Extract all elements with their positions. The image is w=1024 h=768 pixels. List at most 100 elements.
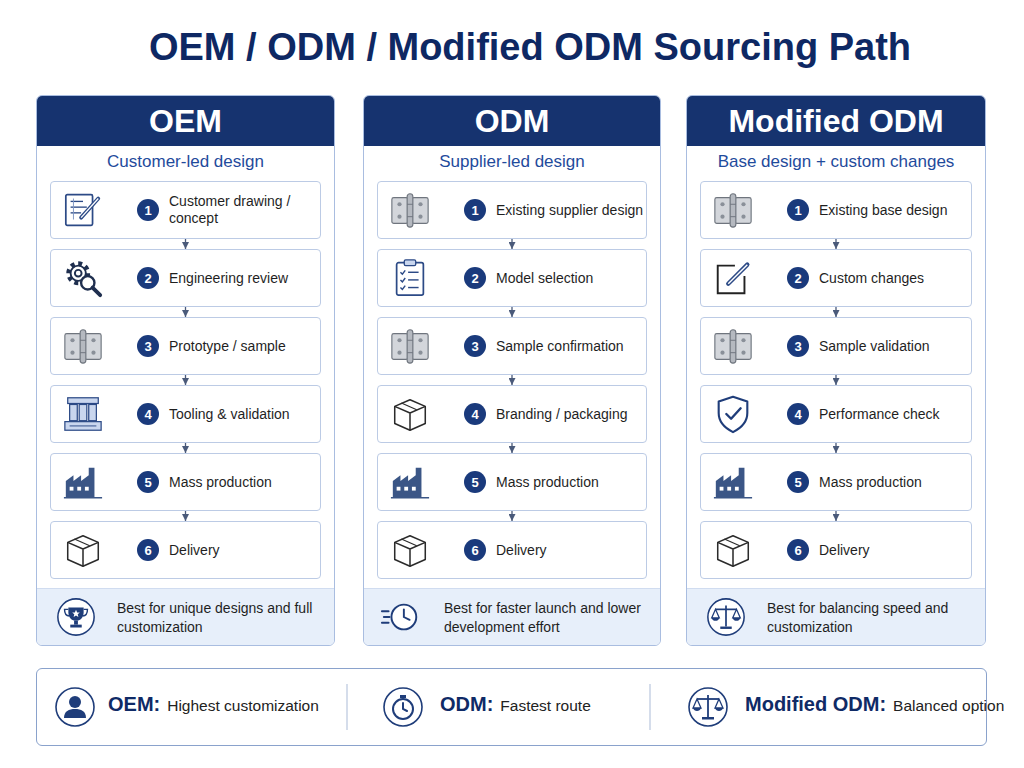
process-step: Prototype / sample 3 — [50, 317, 321, 375]
panel-subtitle: Customer-led design — [37, 151, 334, 173]
step-label: Mass production — [496, 454, 644, 510]
summary-value: Balanced option — [893, 697, 1004, 715]
flow-arrow — [185, 239, 186, 249]
step-number-circle: 2 — [464, 267, 486, 289]
step-label: Mass production — [819, 454, 969, 510]
step-label: Delivery — [819, 522, 969, 578]
step-number-circle: 5 — [787, 471, 809, 493]
callout-number: 3 — [794, 340, 801, 353]
step-label: Sample confirmation — [496, 318, 644, 374]
step-label: Branding / packaging — [496, 386, 644, 442]
summary-item: ODM:Fastest route — [440, 693, 591, 716]
flow-arrow — [835, 375, 836, 385]
callout-number: 3 — [144, 340, 151, 353]
flow-arrow — [185, 443, 186, 453]
drawing-icon — [66, 195, 98, 226]
step-label: Tooling & validation — [169, 386, 318, 442]
step-number-circle: 3 — [137, 335, 159, 357]
hinge-icon — [715, 330, 751, 363]
box-icon — [718, 536, 749, 567]
separator-line — [346, 684, 347, 730]
box-icon — [395, 400, 426, 431]
callout-number: 5 — [471, 476, 478, 489]
step-number-circle: 2 — [787, 267, 809, 289]
step-number-circle: 1 — [137, 199, 159, 221]
step-label: Existing base design — [819, 182, 969, 238]
step-number-circle: 3 — [464, 335, 486, 357]
callout-number: 2 — [471, 272, 478, 285]
step-number-circle: 6 — [787, 539, 809, 561]
callout-number: 4 — [144, 408, 151, 421]
step-number-circle: 5 — [464, 471, 486, 493]
callout-number: 1 — [144, 204, 151, 217]
process-step: Mass production 5 — [50, 453, 321, 511]
step-label: Customer drawing / concept — [169, 182, 318, 238]
step-label: Performance check — [819, 386, 969, 442]
callout-number: 2 — [144, 272, 151, 285]
step-number-circle: 6 — [137, 539, 159, 561]
step-label: Engineering review — [169, 250, 318, 306]
process-step: Tooling & validation 4 — [50, 385, 321, 443]
summary-value: Fastest route — [500, 697, 590, 715]
hinge-icon — [715, 194, 751, 227]
callout-number: 1 — [794, 204, 801, 217]
process-step: Model selection 2 — [377, 249, 647, 307]
step-number-circle: 4 — [787, 403, 809, 425]
callout-number: 3 — [471, 340, 478, 353]
flow-arrow — [185, 511, 186, 521]
hinge-icon — [392, 194, 428, 227]
step-label: Prototype / sample — [169, 318, 318, 374]
flow-arrow — [835, 443, 836, 453]
step-number-circle: 1 — [464, 199, 486, 221]
scales-icon — [708, 599, 744, 635]
step-label: Delivery — [169, 522, 318, 578]
edit-icon — [718, 265, 748, 294]
benefit-note: Best for balancing speed and customizati… — [767, 589, 972, 646]
hinge-icon — [392, 330, 428, 363]
process-step: Existing base design 1 — [700, 181, 972, 239]
summary-bar: OEM:Highest customization ODM:Fastest rou… — [36, 668, 987, 746]
process-step: Branding / packaging 4 — [377, 385, 647, 443]
sourcing-column: Modified ODMBase design + custom changes… — [686, 95, 986, 646]
factory-icon — [391, 468, 429, 498]
summary-label: OEM: — [108, 693, 160, 716]
box-icon — [68, 536, 99, 567]
step-number-circle: 5 — [137, 471, 159, 493]
trophy-icon — [58, 599, 94, 635]
review-icon — [69, 264, 101, 296]
summary-item: OEM:Highest customization — [108, 693, 319, 716]
step-number-circle: 1 — [787, 199, 809, 221]
flow-arrow — [511, 511, 512, 521]
step-label: Mass production — [169, 454, 318, 510]
process-step: Sample confirmation 3 — [377, 317, 647, 375]
process-step: Mass production 5 — [700, 453, 972, 511]
sourcing-column: OEMCustomer-led designCustomer drawing /… — [36, 95, 335, 646]
benefit-band: Best for balancing speed and customizati… — [687, 588, 985, 646]
box-icon — [395, 536, 426, 567]
step-label: Model selection — [496, 250, 644, 306]
step-number-circle: 2 — [137, 267, 159, 289]
callout-number: 1 — [471, 204, 478, 217]
callout-number: 6 — [794, 544, 801, 557]
panel-subtitle: Supplier-led design — [364, 151, 660, 173]
step-label: Existing supplier design — [496, 182, 644, 238]
step-label: Delivery — [496, 522, 644, 578]
process-step: Custom changes2 — [700, 249, 972, 307]
process-step: Existing supplier design 1 — [377, 181, 647, 239]
summary-label: Modified ODM: — [745, 693, 886, 716]
panel-heading: ODM — [364, 96, 660, 146]
process-step: Mass production 5 — [377, 453, 647, 511]
flow-arrow — [835, 511, 836, 521]
clock-icon — [382, 605, 416, 630]
step-number-circle: 4 — [137, 403, 159, 425]
step-number-circle: 6 — [464, 539, 486, 561]
scales-icon — [689, 688, 727, 726]
step-number-circle: 4 — [464, 403, 486, 425]
sourcing-column: ODM Supplier-led designExisting supplier … — [363, 95, 661, 646]
diagram-title: OEM / ODM / Modified ODM Sourcing Path — [40, 24, 1020, 70]
separator-line — [649, 684, 650, 730]
callout-number: 5 — [144, 476, 151, 489]
process-step: Sample validation 3 — [700, 317, 972, 375]
stopwatch-icon — [384, 688, 422, 726]
step-label: Sample validation — [819, 318, 969, 374]
